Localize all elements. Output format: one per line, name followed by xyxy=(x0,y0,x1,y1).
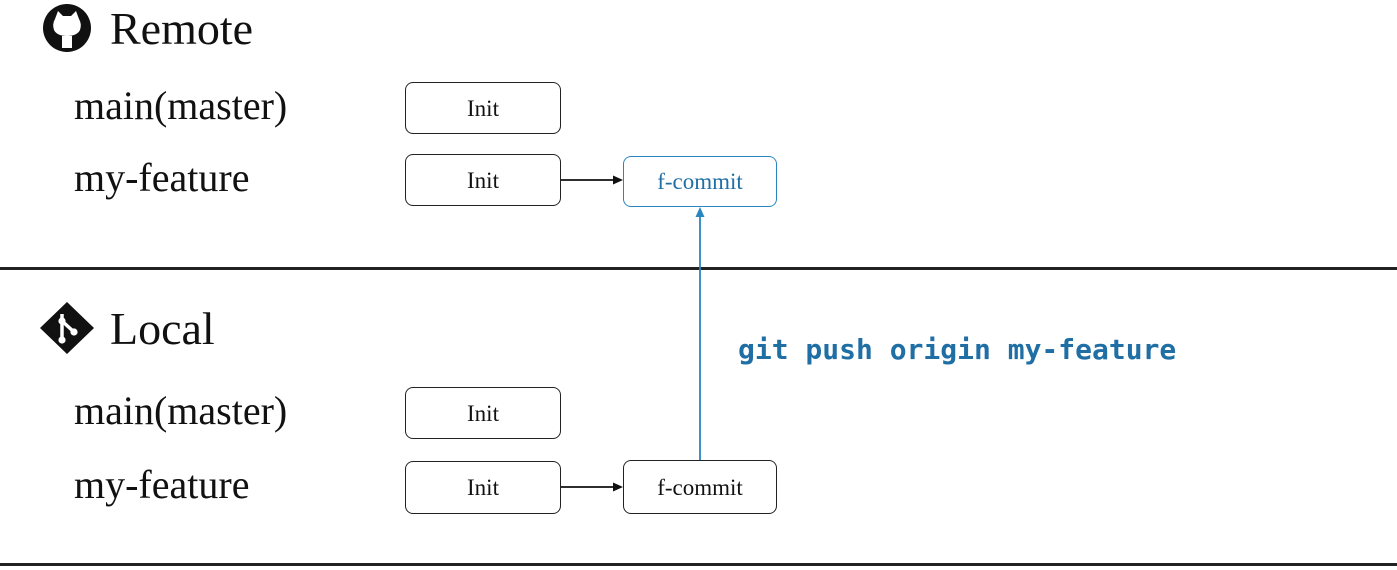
remote-branch-main-label: main(master) xyxy=(74,83,288,128)
local-branch-feature-label: my-feature xyxy=(74,462,250,507)
github-icon xyxy=(36,2,98,54)
git-icon xyxy=(36,300,98,356)
remote-feature-init-commit: Init xyxy=(405,154,561,206)
section-divider xyxy=(0,267,1397,270)
local-feature-f-commit: f-commit xyxy=(623,460,777,514)
local-section-title: Local xyxy=(110,303,215,354)
local-feature-arrow xyxy=(561,482,623,492)
remote-main-init-commit: Init xyxy=(405,82,561,134)
remote-feature-arrow xyxy=(561,175,623,185)
remote-feature-f-commit: f-commit xyxy=(623,156,777,207)
remote-branch-feature-label: my-feature xyxy=(74,155,250,200)
local-feature-init-commit: Init xyxy=(405,461,561,514)
push-arrow xyxy=(695,207,705,460)
local-branch-main-label: main(master) xyxy=(74,388,288,433)
bottom-divider xyxy=(0,563,1397,566)
push-command-label: git push origin my-feature xyxy=(738,333,1177,366)
local-main-init-commit: Init xyxy=(405,387,561,439)
remote-section-title: Remote xyxy=(110,3,254,54)
